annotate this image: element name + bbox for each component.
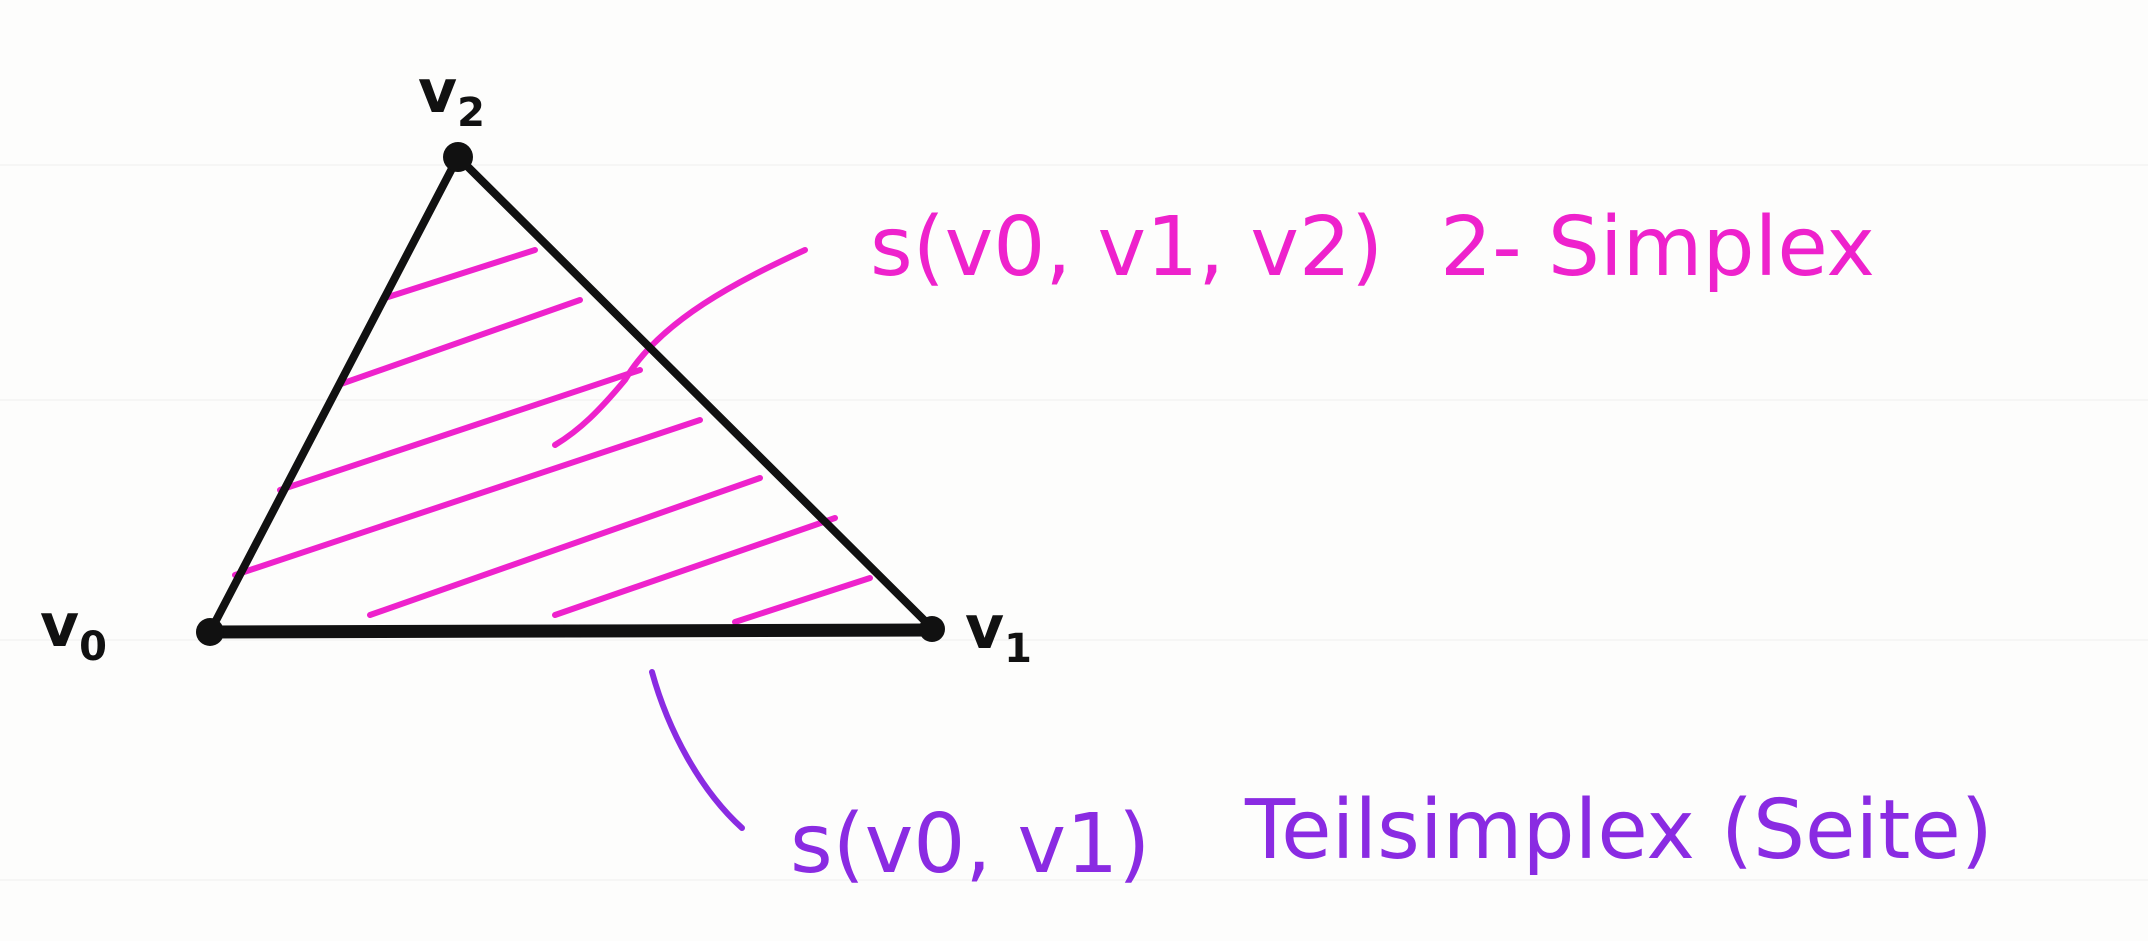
face-expression: s(v0, v1) — [790, 797, 1150, 892]
triangle-edges — [203, 153, 939, 639]
hatch-line — [232, 417, 703, 578]
edge-v2-v1 — [454, 153, 936, 632]
face-pointer-line — [649, 669, 745, 831]
face-name: Teilsimplex (Seite) — [1244, 783, 1993, 878]
edge-v0-v1 — [203, 623, 939, 639]
hatch-line — [552, 515, 838, 618]
vertex-markers — [196, 142, 945, 646]
simplex-name: 2- Simplex — [1440, 200, 1875, 295]
vertex-v1-label: v1 — [965, 593, 1032, 672]
vertex-v0-dot — [196, 618, 224, 646]
hatch-line — [732, 575, 873, 625]
hatch-line — [277, 367, 643, 493]
paper-grid — [0, 164, 2148, 881]
hatch-line — [367, 475, 763, 618]
simplex-expression: s(v0, v1, v2) — [870, 200, 1383, 295]
edge-v0-v2 — [206, 153, 462, 636]
vertex-v2-dot — [443, 142, 473, 172]
hatch-line — [335, 297, 583, 388]
vertex-v2-label: v2 — [418, 57, 485, 136]
hatch-line — [382, 247, 538, 301]
vertex-v0-label: v0 — [40, 591, 107, 670]
vertex-v1-dot — [919, 616, 945, 642]
hatch-lines — [232, 247, 873, 625]
simplex-pointer-line — [552, 247, 808, 448]
